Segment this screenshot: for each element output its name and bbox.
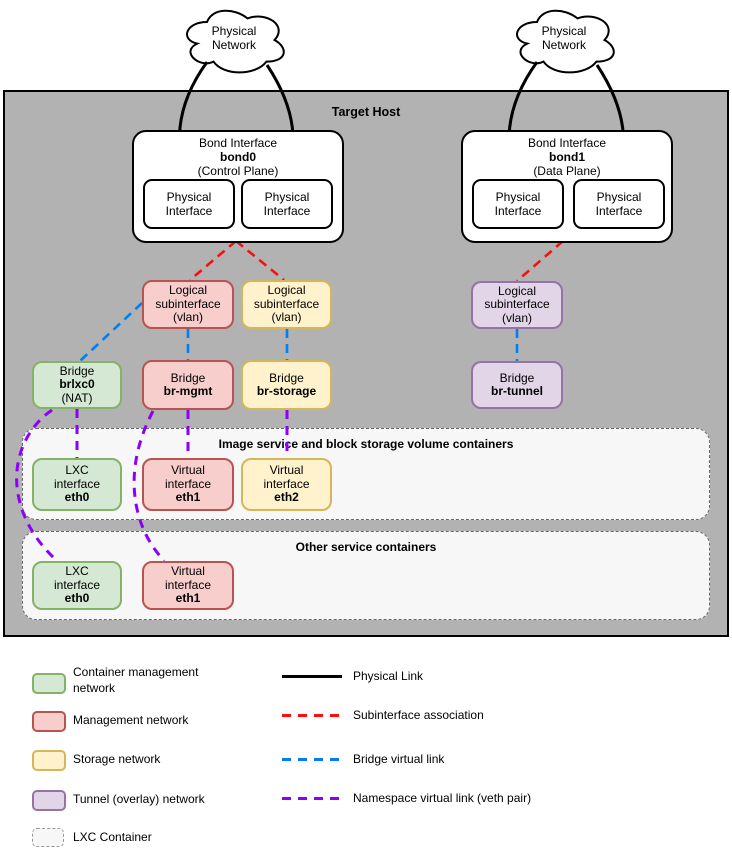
legend-swatch-container-mgmt [32, 673, 66, 694]
c1-eth2-kind: Virtual [269, 463, 304, 478]
c1-eth0-kind: LXC [65, 463, 89, 478]
c1-eth1-kind: Virtual [171, 463, 205, 478]
c1-lxc-interface-eth0: LXC interface eth0 [32, 458, 122, 511]
legend-line-label-subinterface: Subinterface association [353, 708, 484, 722]
legend-swatch-lxc-container [32, 828, 64, 847]
legend-swatch-management [32, 711, 66, 732]
container-2-title: Other service containers [295, 540, 437, 554]
bridge-br-mgmt-name: br-mgmt [163, 384, 213, 398]
c1-eth0-name: eth0 [64, 490, 90, 505]
c2-eth0-kind: LXC [65, 564, 89, 579]
legend-label-management: Management network [73, 713, 189, 727]
bridge-brlxc0: Bridge brlxc0 (NAT) [32, 361, 122, 409]
bridge-br-tunnel-name: br-tunnel [491, 384, 543, 398]
legend-line-label-namespace: Namespace virtual link (veth pair) [353, 791, 532, 805]
legend-line-namespace [282, 797, 342, 800]
legend-label-container-mgmt: Container management network [73, 665, 199, 695]
legend-line-physical [282, 675, 342, 678]
target-host-title: Target Host [331, 105, 401, 119]
c2-eth1-name: eth1 [175, 591, 201, 606]
c1-virtual-interface-eth2: Virtual interface eth2 [241, 458, 332, 511]
legend-line-label-physical: Physical Link [353, 669, 424, 683]
bridge-br-tunnel: Bridge br-tunnel [471, 361, 563, 409]
bridge-br-storage: Bridge br-storage [241, 360, 332, 410]
c2-lxc-interface-eth0: LXC interface eth0 [32, 561, 122, 610]
bond1-plane: (Data Plane) [533, 164, 601, 178]
c2-eth1-kind: Virtual [171, 564, 205, 579]
bond0-name: bond0 [220, 150, 256, 164]
bridge-br-mgmt-type: Bridge [170, 370, 206, 385]
c2-eth0-name: eth0 [64, 591, 90, 606]
logical-subinterface-tunnel: Logical subinterface (vlan) [471, 281, 563, 329]
c1-eth0-mid: interface [53, 476, 101, 491]
bridge-br-mgmt: Bridge br-mgmt [142, 360, 234, 410]
bond0-plane: (Control Plane) [197, 164, 279, 178]
legend-swatch-storage [32, 750, 66, 771]
lxc-container-group-image-storage: Image service and block storage volume c… [22, 428, 710, 520]
bond0-physical-interface-1: Physical Interface [143, 179, 235, 229]
legend-label-storage: Storage network [73, 752, 161, 766]
c2-eth0-mid: interface [53, 577, 101, 592]
bond1-name: bond1 [549, 150, 585, 164]
bond0-title: Bond Interface [198, 136, 278, 150]
lxc-container-group-other-services: Other service containers [22, 531, 710, 620]
bond1-physical-interface-2: Physical Interface [573, 179, 665, 229]
logical-subinterface-mgmt: Logical subinterface (vlan) [142, 280, 234, 329]
legend-label-tunnel: Tunnel (overlay) network [73, 792, 205, 806]
bridge-br-storage-type: Bridge [269, 370, 304, 385]
physical-network-cloud-right-label: Physical Network [541, 24, 587, 52]
legend-line-subinterface [282, 714, 342, 717]
logical-subinterface-storage: Logical subinterface (vlan) [241, 280, 332, 329]
legend-label-lxc-container: LXC Container [73, 830, 152, 844]
c1-eth2-name: eth2 [274, 490, 299, 505]
bridge-br-tunnel-type: Bridge [499, 370, 535, 385]
bond1-title: Bond Interface [527, 136, 607, 150]
bridge-br-storage-name: br-storage [256, 384, 317, 398]
c1-eth1-mid: interface [164, 476, 212, 491]
bridge-brlxc0-name: brlxc0 [59, 377, 95, 392]
bond0-label: Bond Interface bond0 (Control Plane) [134, 136, 342, 178]
bond0-physical-interface-2: Physical Interface [241, 179, 333, 229]
c1-virtual-interface-eth1: Virtual interface eth1 [142, 458, 234, 511]
c2-virtual-interface-eth1: Virtual interface eth1 [142, 561, 234, 610]
bond1-physical-interface-1: Physical Interface [472, 179, 564, 229]
legend-line-bridge [282, 758, 342, 761]
bridge-brlxc0-type: Bridge [59, 363, 95, 378]
bridge-brlxc0-note: (NAT) [61, 390, 93, 405]
container-1-title: Image service and block storage volume c… [218, 437, 514, 451]
c1-eth1-name: eth1 [175, 490, 201, 505]
bond1-label: Bond Interface bond1 (Data Plane) [463, 136, 671, 178]
legend-swatch-tunnel [32, 790, 66, 811]
c2-eth1-mid: interface [164, 577, 212, 592]
physical-network-cloud-left-label: Physical Network [211, 24, 257, 52]
c1-eth2-mid: interface [263, 476, 310, 491]
legend-line-label-bridge: Bridge virtual link [353, 752, 445, 766]
